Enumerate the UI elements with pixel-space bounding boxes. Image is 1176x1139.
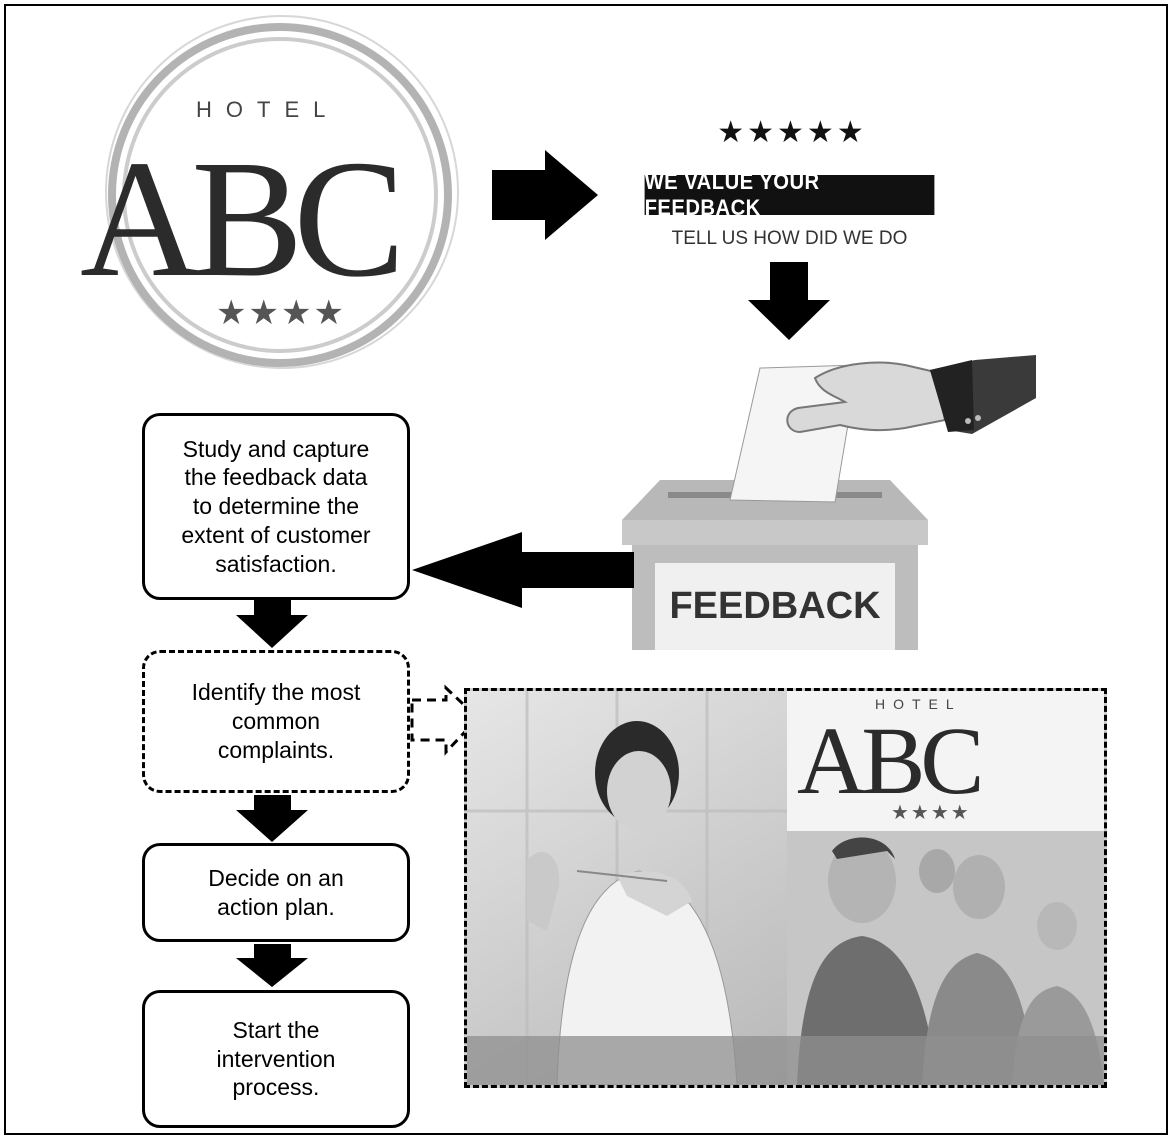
step-decide-action: Decide on an action plan. — [142, 843, 410, 942]
step-decide-text: Decide on an action plan. — [208, 864, 344, 920]
feedback-banner: WE VALUE YOUR FEEDBACK — [644, 169, 935, 220]
ballot-box — [622, 364, 928, 650]
photo-logo-hotel-text: HOTEL — [875, 696, 962, 712]
arrow-left-to-study — [412, 532, 634, 608]
step-identify-complaints: Identify the most common complaints. — [142, 650, 410, 793]
arrow-down-step2 — [236, 795, 308, 842]
photo-logo-stars: ★★★★ — [891, 802, 971, 824]
step-identify-text: Identify the most common complaints. — [191, 679, 361, 763]
ballot-box-label: FEEDBACK — [669, 585, 881, 627]
step-study-feedback: Study and capture the feedback data to d… — [142, 413, 410, 600]
step-start-text: Start the intervention process. — [216, 1016, 336, 1101]
arrow-right-to-feedback — [492, 150, 598, 240]
arrow-dashed-to-photo — [410, 684, 481, 756]
step-study-text: Study and capture the feedback data to d… — [181, 435, 371, 577]
arrow-down-step3 — [236, 944, 308, 987]
receptionist-figure — [527, 721, 738, 1085]
diagram-frame — [4, 4, 1168, 1135]
arrow-down-to-ballot — [748, 262, 830, 340]
step-start-intervention: Start the intervention process. — [142, 990, 410, 1128]
arrow-down-step1 — [236, 600, 308, 648]
logo-ring — [105, 15, 459, 369]
customer-complaint-photo: HOTEL ABC ★★★★ — [464, 688, 1107, 1088]
logo-abc-text: ABC — [80, 126, 405, 312]
hand-icon — [786, 355, 1036, 434]
feedback-subtitle: TELL US HOW DID WE DO — [671, 228, 908, 249]
photo-illustration — [467, 691, 1104, 1085]
logo-hotel-text: HOTEL — [196, 97, 340, 122]
logo-stars: ★★★★ — [216, 294, 346, 332]
photo-logo-abc-text: ABC — [797, 707, 984, 814]
feedback-stars: ★★★★★ — [717, 116, 867, 149]
